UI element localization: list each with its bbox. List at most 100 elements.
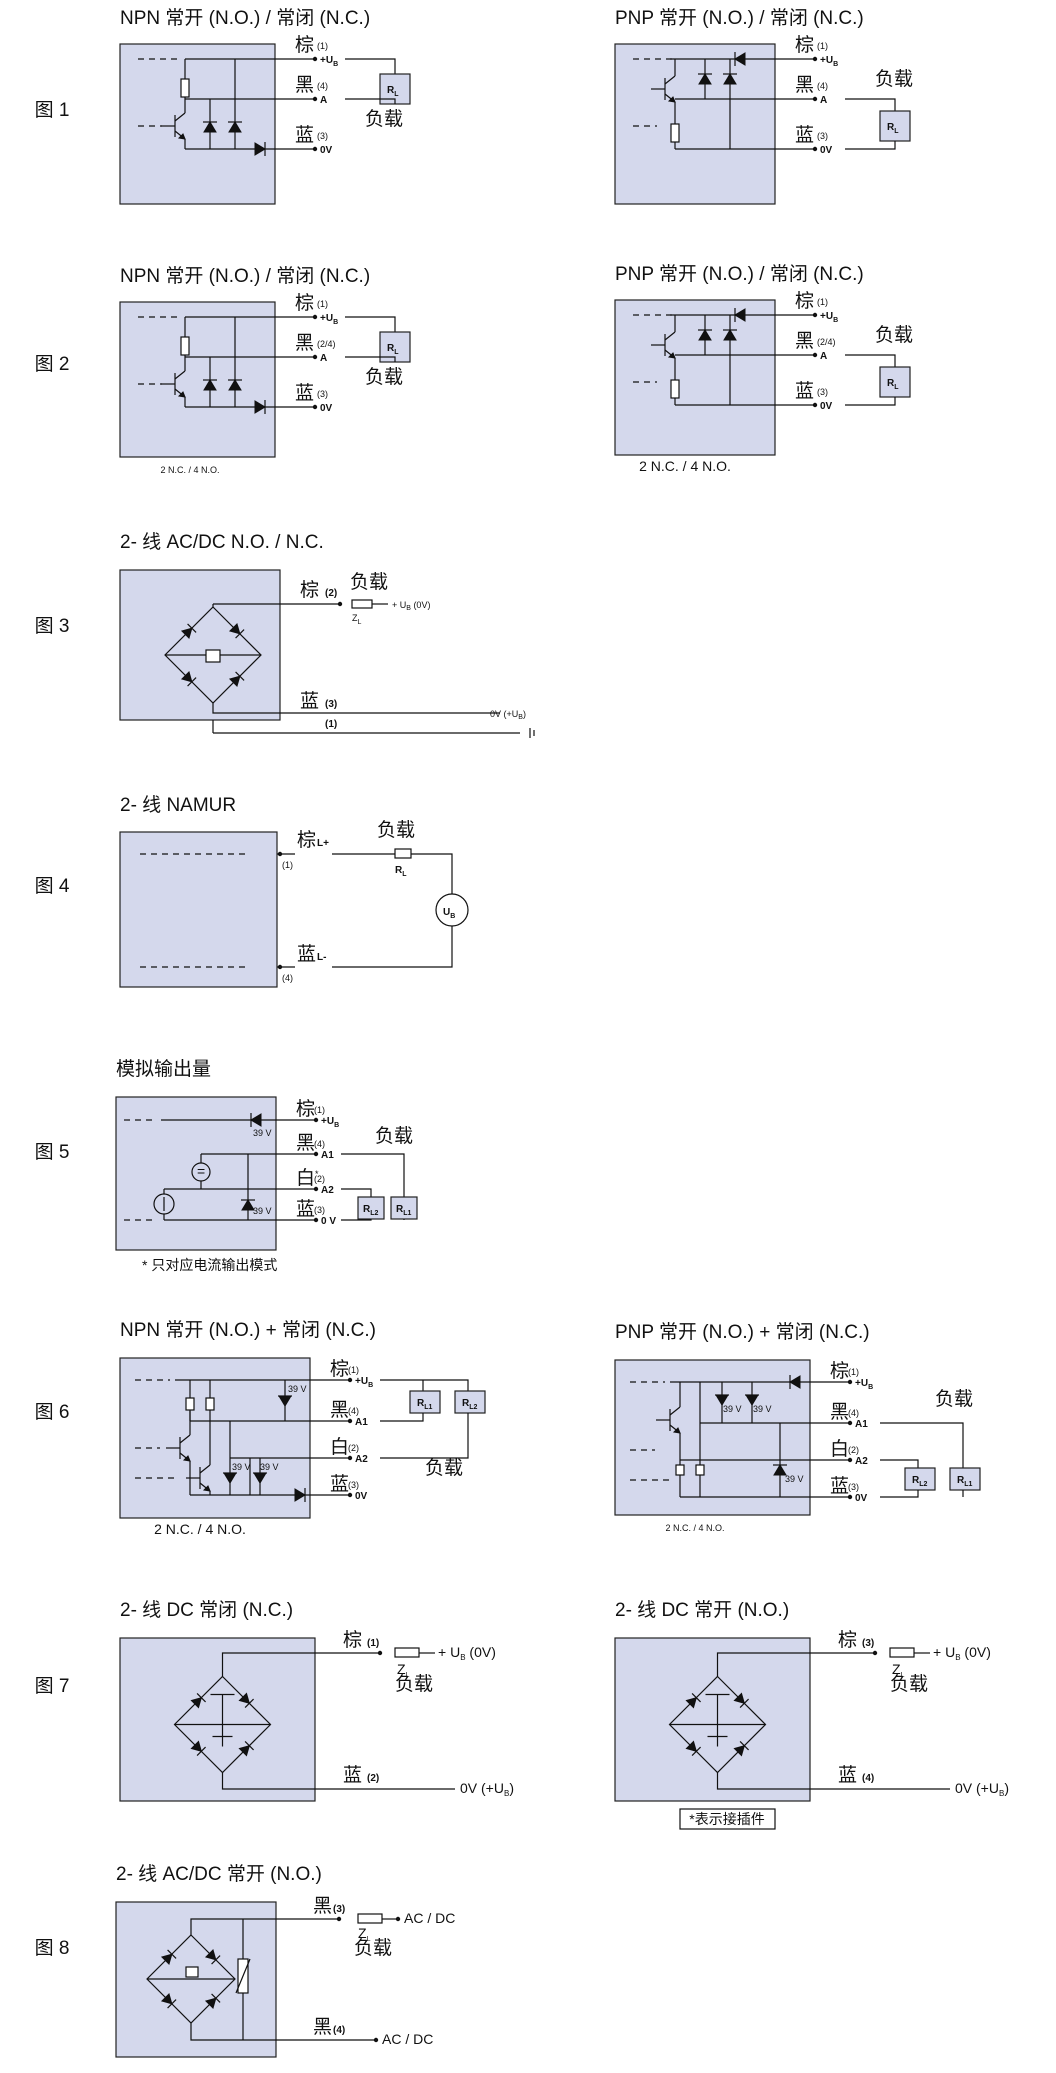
- terminal-subscript: B: [955, 1653, 960, 1662]
- terminal-label: A2: [321, 1185, 334, 1196]
- bridge-diode: [228, 622, 245, 639]
- wire-color-label: 蓝: [795, 124, 814, 146]
- transistor-arrow: [182, 1455, 191, 1462]
- circuit-title: 2- 线 DC 常开 (N.O.): [615, 1599, 789, 1621]
- diode-symbol: [723, 73, 737, 85]
- wire-line: [221, 1772, 455, 1790]
- pin-number: (3): [333, 1904, 345, 1915]
- wire-color-label: 蓝: [296, 1198, 315, 1220]
- fig2-npn-circuit: NPN 常开 (N.O.) / 常闭 (N.C.)棕(1)+UB黑(2/4)A蓝…: [119, 265, 411, 475]
- wire-color-label: 白: [830, 1438, 849, 1460]
- terminal-subscript: L: [901, 1672, 905, 1679]
- wire-color-label: 棕: [297, 829, 316, 851]
- load-resistor: [454, 1390, 486, 1414]
- pin-number: (4): [317, 81, 328, 91]
- load-label: 负载: [365, 366, 403, 388]
- transistor-arrow: [177, 391, 186, 398]
- pin-number: (3): [862, 1638, 874, 1649]
- wire-line: [212, 703, 500, 714]
- diode-bar: [691, 1746, 701, 1756]
- diode-symbol: [238, 1692, 251, 1705]
- wire-color-label: 蓝: [297, 943, 316, 965]
- wire-color-label: 棕: [795, 34, 814, 56]
- load-resistor: [949, 1467, 981, 1491]
- terminal-label: 0V: [820, 401, 833, 412]
- terminal-tail: ): [1004, 1780, 1009, 1796]
- pin-number: (4): [314, 1139, 325, 1149]
- supply-terminal-label: AC / DC: [404, 1910, 455, 1926]
- diode-symbol: [254, 400, 266, 414]
- terminal-label: A1: [355, 1417, 368, 1428]
- junction-dot: [347, 1492, 353, 1498]
- wire-line: [341, 1219, 372, 1221]
- pin-number: (1): [325, 719, 337, 730]
- terminal-subscript: L: [367, 1936, 371, 1943]
- wire-color-label: 黑: [830, 1402, 849, 1423]
- pin-number: (3): [348, 1480, 359, 1490]
- bridge-diode: [204, 1948, 221, 1965]
- circuit-title: PNP 常开 (N.O.) / 常闭 (N.C.): [615, 7, 864, 29]
- figure-label: 图 3: [35, 616, 70, 637]
- terminal-subscript: L1: [964, 1481, 972, 1488]
- junction-dot: [347, 1455, 353, 1461]
- diode-symbol: [238, 1744, 251, 1757]
- wire-line: [380, 1413, 469, 1459]
- junction-dot: [313, 1186, 319, 1192]
- terminal-label: A2: [855, 1456, 868, 1467]
- diode-symbol: [734, 308, 746, 322]
- diode-bar: [187, 623, 197, 633]
- terminal-subscript: L: [406, 1672, 410, 1679]
- wire-line: [332, 926, 453, 968]
- circuit-title: PNP 常开 (N.O.) + 常闭 (N.C.): [615, 1321, 870, 1343]
- circuit-title: NPN 常开 (N.O.) / 常闭 (N.C.): [120, 265, 370, 287]
- terminal-label: A1: [321, 1150, 334, 1161]
- resistor-symbol: [670, 123, 680, 143]
- wire-color-label: 黑: [330, 1400, 349, 1421]
- pin-number: (1): [282, 860, 293, 870]
- load-resistor: [904, 1467, 936, 1491]
- terminal-label: +UB: [820, 311, 838, 324]
- wire-line: [845, 354, 896, 367]
- diode-symbol: [250, 1113, 262, 1127]
- terminal-subscript: L: [894, 128, 899, 135]
- terminal-label: A1: [855, 1419, 868, 1430]
- load-label: 负载: [395, 1673, 433, 1695]
- impedance-label: ZL: [352, 613, 362, 626]
- terminal-label: +UB: [355, 1376, 373, 1389]
- bridge-diode: [180, 623, 197, 640]
- pin-number: (3): [325, 699, 337, 710]
- wire-color-label: 蓝: [330, 1473, 349, 1495]
- junction-dot: [312, 354, 318, 360]
- terminal-subscript: B: [833, 61, 838, 68]
- footnote-mark: *: [315, 1169, 319, 1179]
- connector-note: 2 N.C. / 4 N.O.: [154, 1521, 246, 1537]
- junction-dot: [312, 56, 318, 62]
- pin-number: (4): [348, 1406, 359, 1416]
- diode-bar: [739, 1698, 749, 1708]
- ground-terminal-label: 0V (+UB): [490, 709, 526, 721]
- transistor-arrow: [667, 352, 676, 359]
- junction-dot: [337, 601, 343, 607]
- diode-symbol: [180, 670, 193, 683]
- junction-dot: [313, 1117, 319, 1123]
- pin-number: (1): [367, 1638, 379, 1649]
- diode-bar: [196, 1746, 206, 1756]
- terminal-subscript: B: [406, 605, 411, 612]
- pin-number: (2): [848, 1445, 859, 1455]
- wire-color-label: 棕: [838, 1629, 857, 1651]
- wire-line: [345, 356, 396, 362]
- junction-dot: [313, 1217, 319, 1223]
- terminal-subscript: B: [333, 61, 338, 68]
- terminal-subscript: B: [833, 317, 838, 324]
- fig2-pnp-circuit: PNP 常开 (N.O.) / 常闭 (N.C.)棕(1)+UB黑(2/4)A蓝…: [614, 263, 913, 474]
- diode-symbol: [160, 1992, 173, 2005]
- pin-number: (4): [282, 973, 293, 983]
- pin-number: (2/4): [317, 339, 336, 349]
- junction-dot: [872, 1650, 878, 1656]
- transistor-collector: [199, 1464, 211, 1474]
- terminal-subscript: B: [450, 913, 455, 920]
- terminal-tail: ): [523, 709, 526, 719]
